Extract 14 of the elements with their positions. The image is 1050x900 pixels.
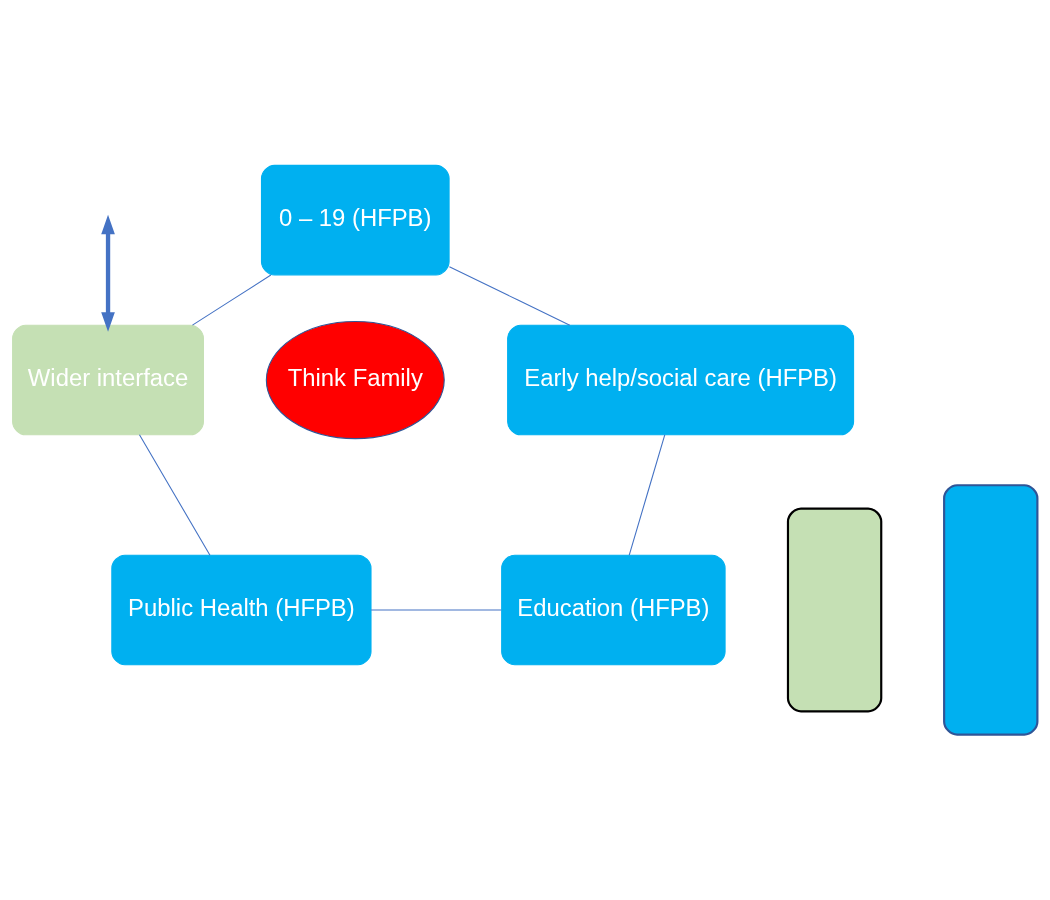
connector <box>370 609 502 611</box>
node-box <box>943 484 1039 736</box>
node-box: 0 – 19 (HFPB) <box>260 164 450 276</box>
connector <box>138 434 211 556</box>
node-ellipse: Think Family <box>265 320 445 440</box>
node-box <box>786 507 883 713</box>
node-box: Early help/social care (HFPB) <box>507 324 855 436</box>
connector <box>628 434 666 556</box>
connector <box>448 266 571 326</box>
node-box: Wider interface <box>12 324 204 436</box>
connector <box>191 274 272 326</box>
node-box: Public Health (HFPB) <box>111 554 372 666</box>
node-box: Education (HFPB) <box>501 554 726 666</box>
arrow <box>101 214 115 332</box>
